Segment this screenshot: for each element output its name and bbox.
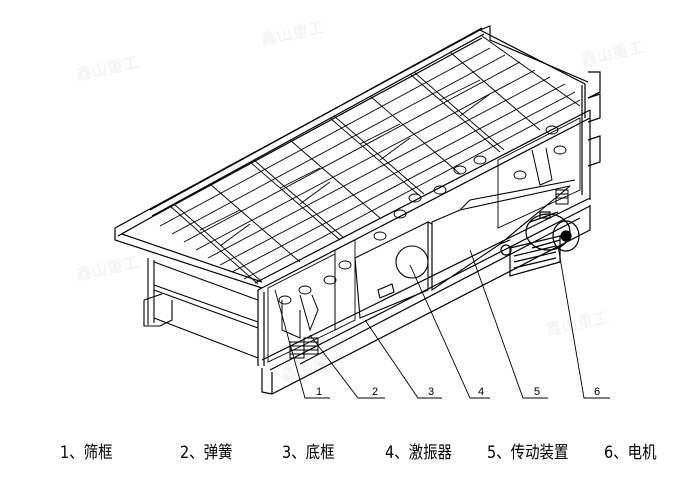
callout-6: 6: [594, 386, 601, 398]
callout-1: 1: [316, 386, 323, 398]
callout-5: 5: [534, 386, 541, 398]
side-plates: [267, 117, 581, 363]
legend-item-screen-frame: 1、筛框: [60, 443, 113, 463]
leader-lines: [274, 245, 610, 399]
legend-item-exciter: 4、激振器: [385, 443, 453, 463]
callout-3: 3: [428, 386, 435, 398]
transmission-guard: [431, 179, 576, 292]
legend-item-motor: 6、电机: [604, 443, 657, 463]
legend-item-transmission: 5、传动装置: [487, 443, 569, 463]
screen-frame: [114, 25, 601, 366]
callout-4: 4: [478, 386, 485, 398]
screen-deck-grid: [159, 35, 581, 285]
legend-item-spring: 2、弹簧: [180, 443, 233, 463]
motor: [500, 211, 580, 277]
parts-legend: 1、筛框 2、弹簧 3、底框 4、激振器 5、传动装置 6、电机: [0, 438, 700, 468]
exciter: [354, 221, 433, 319]
legend-item-base-frame: 3、底框: [282, 443, 335, 463]
left-end-structure: [143, 258, 259, 359]
callout-2: 2: [372, 386, 379, 398]
